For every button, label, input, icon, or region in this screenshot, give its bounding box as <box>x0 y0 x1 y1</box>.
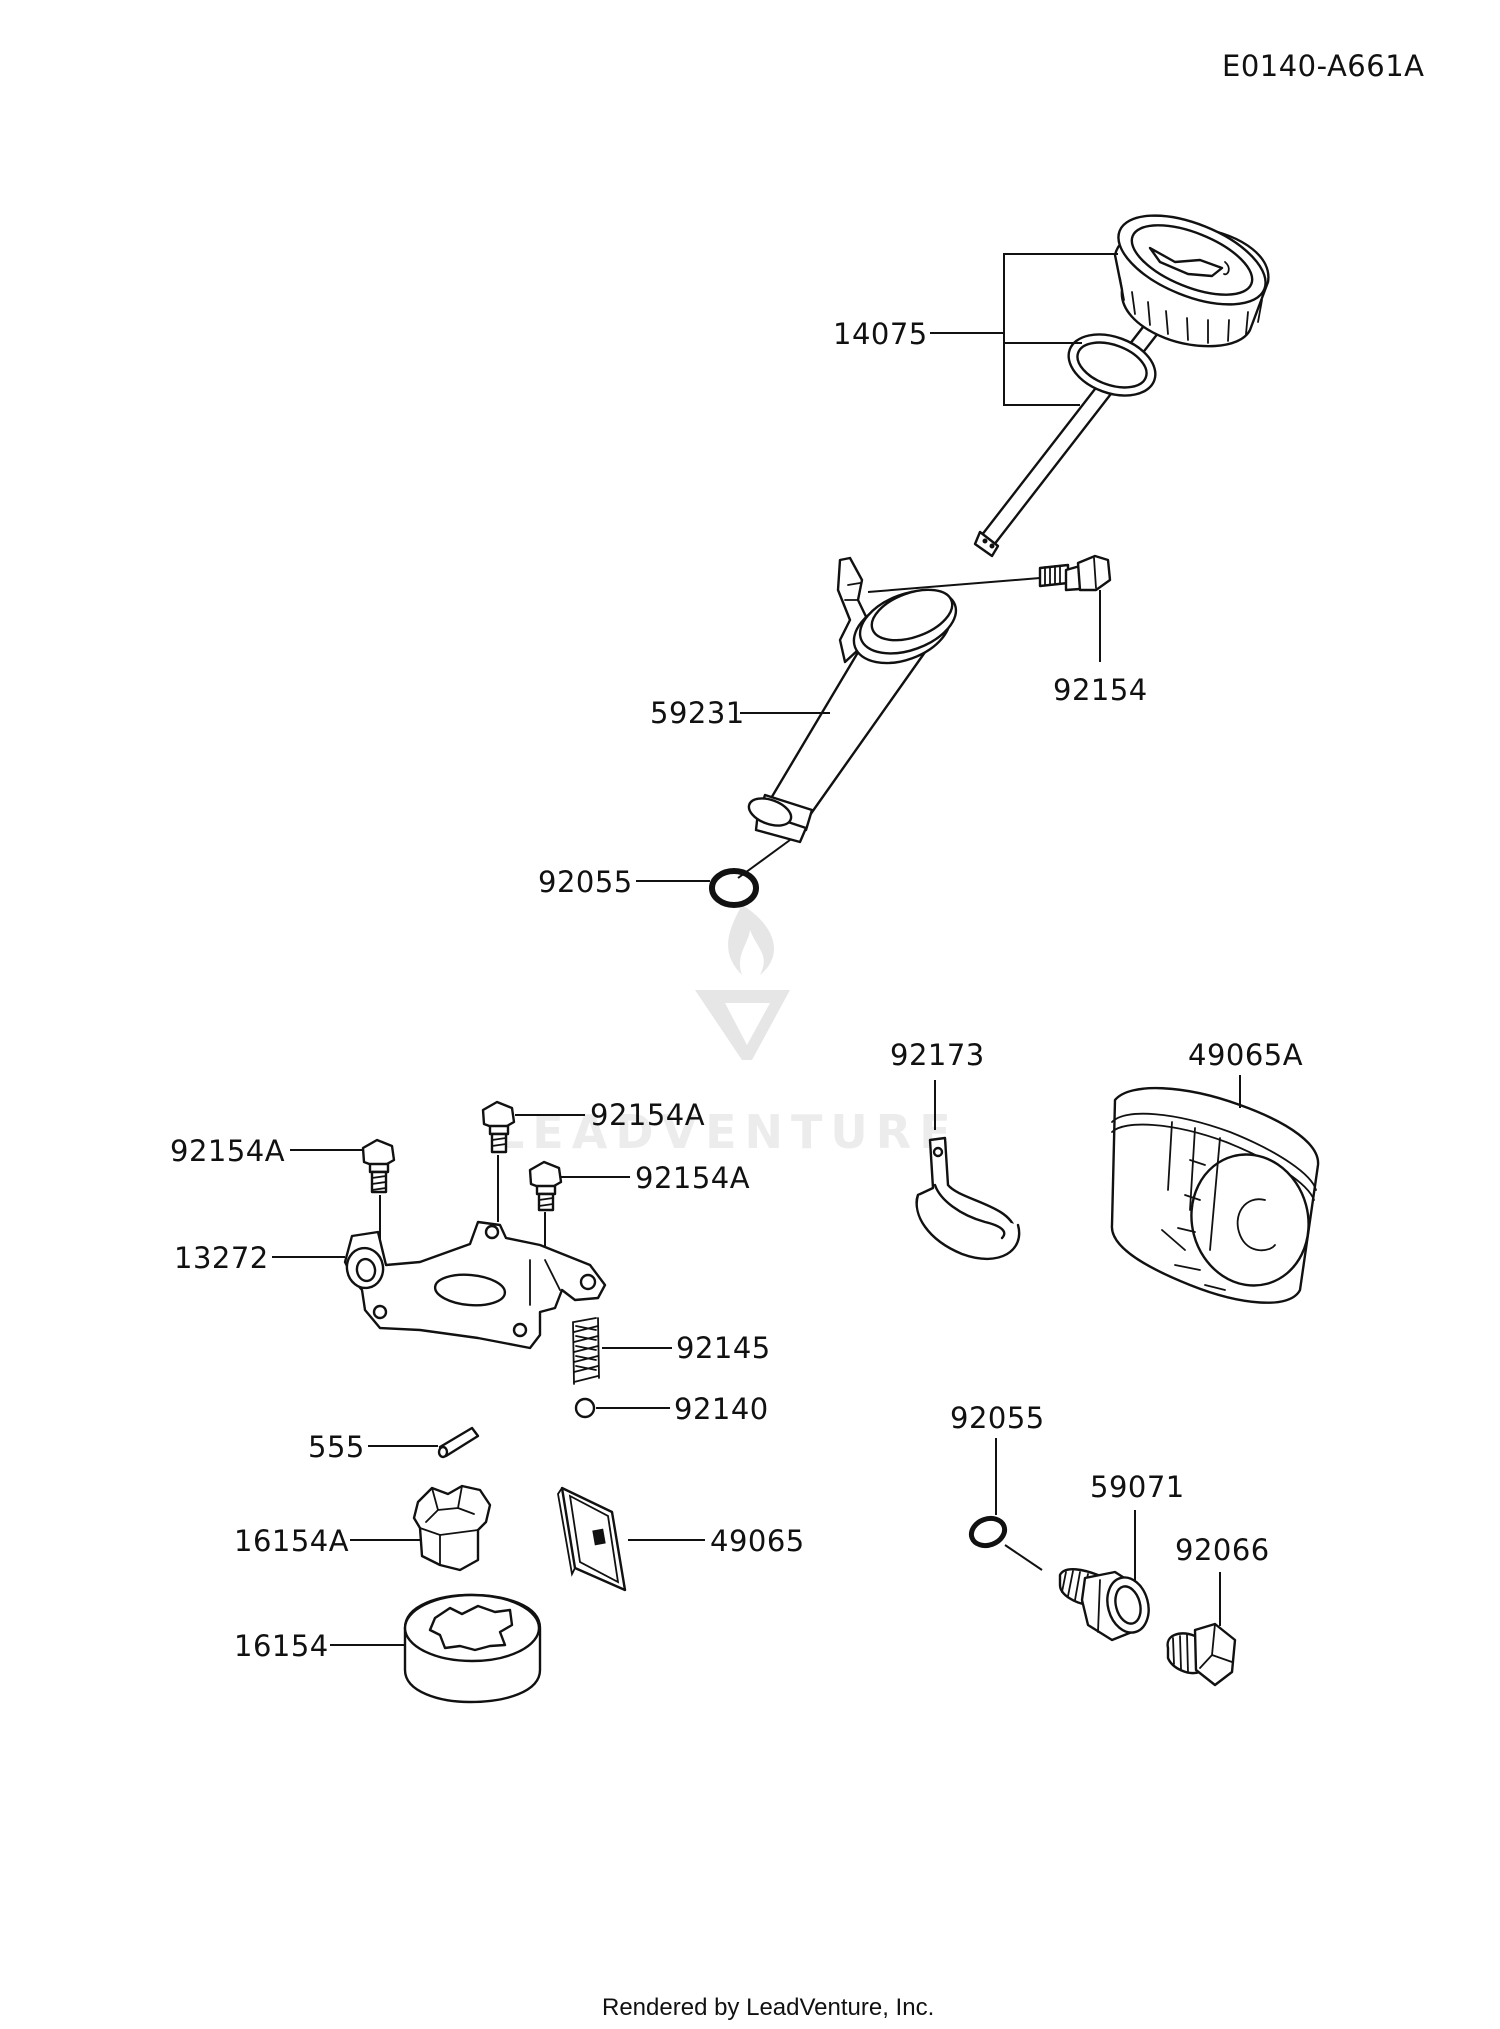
callout-555: 555 <box>308 1430 438 1464</box>
label-16154[interactable]: 16154 <box>234 1629 329 1663</box>
callout-92055-bottom: 92055 <box>950 1401 1045 1571</box>
pin-555[interactable] <box>437 1426 480 1459</box>
label-13272[interactable]: 13272 <box>174 1241 269 1275</box>
dipstick-14075[interactable] <box>973 197 1278 558</box>
label-92173[interactable]: 92173 <box>890 1038 985 1072</box>
label-49065A[interactable]: 49065A <box>1188 1038 1303 1072</box>
label-92154A-left[interactable]: 92154A <box>170 1134 285 1168</box>
callout-16154: 16154 <box>234 1629 406 1663</box>
callout-14075: 14075 <box>833 253 1118 406</box>
screen-49065[interactable] <box>557 1486 627 1592</box>
label-92154A-right[interactable]: 92154A <box>635 1161 750 1195</box>
outer-rotor-16154[interactable] <box>403 1593 542 1704</box>
leadventure-watermark: LEADVENTURE <box>495 905 959 1159</box>
clamp-92173[interactable] <box>915 1136 1021 1260</box>
label-16154A[interactable]: 16154A <box>234 1524 349 1558</box>
callout-92140: 92140 <box>596 1392 769 1426</box>
label-92055-bottom[interactable]: 92055 <box>950 1401 1045 1435</box>
callout-16154A: 16154A <box>234 1524 420 1558</box>
ball-92140[interactable] <box>574 1397 596 1419</box>
callout-92154: 92154 <box>867 577 1148 707</box>
label-59071[interactable]: 59071 <box>1090 1470 1185 1504</box>
bolt-92154[interactable] <box>1038 554 1112 592</box>
callout-13272: 13272 <box>174 1241 345 1275</box>
bolt-92154A-right[interactable] <box>528 1160 563 1212</box>
callout-92173: 92173 <box>890 1038 985 1130</box>
callout-59071: 59071 <box>1090 1470 1185 1582</box>
plate-13272[interactable] <box>343 1220 607 1350</box>
label-59231[interactable]: 59231 <box>650 696 745 730</box>
watermark-text: LEADVENTURE <box>495 1105 959 1159</box>
oil-filter-49065A[interactable] <box>1110 1086 1323 1304</box>
o-ring-92055-top[interactable] <box>709 868 759 908</box>
inner-rotor-16154A[interactable] <box>412 1484 492 1572</box>
callout-92055-top: 92055 <box>538 865 710 899</box>
callout-49065A: 49065A <box>1188 1038 1303 1108</box>
footer-credit: Rendered by LeadVenture, Inc. <box>602 1994 934 2021</box>
bolt-92154A-middle[interactable] <box>481 1100 516 1154</box>
label-92145[interactable]: 92145 <box>676 1331 771 1365</box>
callout-92066: 92066 <box>1175 1533 1270 1626</box>
plug-92066[interactable] <box>1166 1622 1237 1687</box>
diagram-code: E0140-A661A <box>1222 49 1424 83</box>
label-14075[interactable]: 14075 <box>833 317 928 351</box>
spring-92145[interactable] <box>572 1317 600 1385</box>
callout-92154A: 92154A 92154A 92154A <box>170 1098 750 1258</box>
label-92154A-middle[interactable]: 92154A <box>590 1098 705 1132</box>
filler-tube-59231[interactable] <box>745 556 964 844</box>
label-92154[interactable]: 92154 <box>1053 673 1148 707</box>
label-92140[interactable]: 92140 <box>674 1392 769 1426</box>
o-ring-92055-bottom[interactable] <box>968 1514 1009 1550</box>
label-92066[interactable]: 92066 <box>1175 1533 1270 1567</box>
fitting-59071[interactable] <box>1058 1568 1155 1642</box>
bolt-92154A-left[interactable] <box>361 1138 396 1194</box>
label-92055-top[interactable]: 92055 <box>538 865 633 899</box>
label-555[interactable]: 555 <box>308 1430 365 1464</box>
label-49065[interactable]: 49065 <box>710 1524 805 1558</box>
callout-92145: 92145 <box>602 1331 771 1365</box>
callout-49065: 49065 <box>628 1524 805 1558</box>
